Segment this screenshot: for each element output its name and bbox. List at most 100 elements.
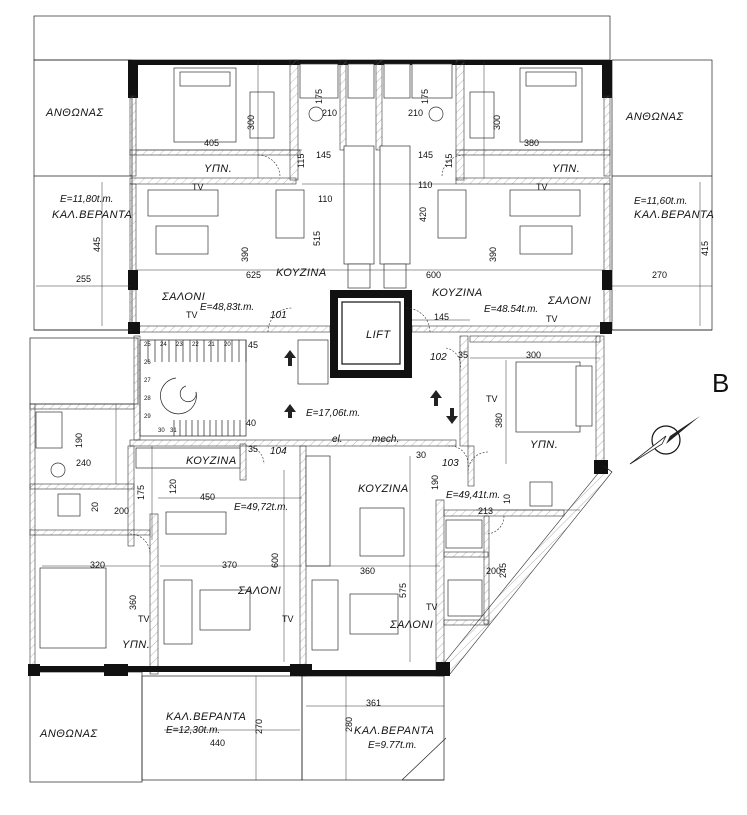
dim-30: 30: [416, 450, 426, 460]
dim-200: 200: [114, 506, 129, 516]
stair-step-number: 24: [160, 342, 167, 348]
dim-145: 145: [316, 150, 331, 160]
dim-361: 361: [366, 698, 381, 708]
dim-255: 255: [76, 274, 91, 284]
dim-360: 360: [128, 595, 138, 610]
stair-step-number: 22: [192, 342, 199, 348]
dim-300: 300: [526, 350, 541, 360]
dim-40: 40: [246, 418, 256, 428]
dim-175: 175: [314, 89, 324, 104]
unit-102: 102: [430, 352, 447, 363]
room-bedroom-ne: ΥΠΝ.: [552, 163, 580, 175]
room-veranda-se: ΚΑΛ.ΒΕΡΑΝΤΑ: [354, 725, 434, 737]
tv-label: TV: [536, 182, 548, 192]
room-bedroom-e: ΥΠΝ.: [530, 439, 558, 451]
area-apt-103: E=49,41t.m.: [446, 490, 500, 501]
dim-200: 200: [486, 566, 501, 576]
dim-300: 300: [246, 115, 256, 130]
stair-step-number: 25: [144, 342, 151, 348]
doors: [129, 154, 505, 555]
dim-405: 405: [204, 138, 219, 148]
room-bedroom-nw: ΥΠΝ.: [204, 163, 232, 175]
bed-sw: [39, 567, 107, 649]
dim-370: 370: [222, 560, 237, 570]
unit-104: 104: [270, 446, 287, 457]
stair-step-number: 21: [208, 342, 215, 348]
dim-575: 575: [398, 583, 408, 598]
dim-175: 175: [136, 485, 146, 500]
tv-label: TV: [486, 394, 498, 404]
room-veranda-w: ΚΑΛ.ΒΕΡΑΝΤΑ: [52, 209, 132, 221]
dim-300: 300: [492, 115, 502, 130]
dim-110: 110: [318, 194, 332, 204]
sofa-se: [311, 579, 339, 651]
dim-115: 115: [444, 154, 454, 168]
dim-380: 380: [494, 413, 504, 428]
stair-step-number: 20: [224, 342, 231, 348]
stair-step-number: 27: [144, 378, 151, 384]
dim-515: 515: [312, 231, 322, 246]
dim-10: 10: [502, 494, 512, 504]
veranda-east: [611, 59, 713, 331]
dim-600: 600: [426, 270, 441, 280]
stair-step-number: 23: [176, 342, 183, 348]
dim-420: 420: [418, 207, 428, 222]
room-bedroom-sw: ΥΠΝ.: [122, 639, 150, 651]
tv-label: TV: [282, 614, 294, 624]
dim-390: 390: [240, 247, 250, 262]
area-veranda-se: E=9.77t.m.: [368, 740, 417, 751]
unit-103: 103: [442, 458, 459, 469]
dim-35: 35: [458, 350, 468, 360]
tv-label: TV: [546, 314, 558, 324]
stair-step-number: 30: [158, 428, 165, 434]
dim-45: 45: [248, 340, 258, 350]
room-mech: mech.: [372, 434, 399, 445]
dim-145: 145: [418, 150, 433, 160]
room-labels: ΑΝΘΩΝΑΣ ΑΝΘΩΝΑΣ ΑΝΘΩΝΑΣ ΥΠΝ. ΥΠΝ. ΥΠΝ. Υ…: [39, 107, 714, 740]
tv-label: TV: [426, 602, 438, 612]
area-corridor: E=17,06t.m.: [306, 408, 360, 419]
stair-step-number: 26: [144, 360, 151, 366]
dim-380: 380: [524, 138, 539, 148]
dim-110: 110: [418, 180, 432, 190]
sofa-ne: [509, 189, 581, 217]
planter-southwest: [29, 671, 143, 783]
dim-600: 600: [270, 553, 280, 568]
dim-115: 115: [296, 154, 306, 168]
north-arrow-icon: [629, 416, 700, 465]
dim-213: 213: [478, 506, 493, 516]
dim-210: 210: [322, 108, 337, 118]
dim-35: 35: [248, 444, 258, 454]
dim-20: 20: [90, 502, 100, 512]
area-apt-104: E=49,72t.m.: [234, 502, 288, 513]
dim-280: 280: [344, 717, 354, 732]
sofa-nw: [147, 189, 219, 217]
dim-245: 245: [498, 563, 508, 578]
stair-step-number: 28: [144, 396, 151, 402]
area-labels: E=11,80t.m. E=11,60t.m. E=48,83t.m. E=48…: [60, 194, 687, 751]
dim-625: 625: [246, 270, 261, 280]
unit-numbers: 101 102 103 104: [270, 310, 459, 469]
dim-390: 390: [488, 247, 498, 262]
room-veranda-e: ΚΑΛ.ΒΕΡΑΝΤΑ: [634, 209, 714, 221]
dining-table-se: [359, 507, 405, 557]
room-lift: LIFT: [366, 329, 391, 341]
room-kitchen-se: ΚΟΥΖΙΝΑ: [358, 483, 409, 495]
dining-table-ne: [437, 189, 467, 239]
area-veranda-w: E=11,80t.m.: [60, 194, 113, 205]
area-veranda-e: E=11,60t.m.: [634, 196, 687, 207]
room-anthonas-ne: ΑΝΘΩΝΑΣ: [625, 111, 684, 123]
room-living-se: ΣΑΛΟΝΙ: [389, 619, 433, 631]
west-planter: [29, 337, 139, 405]
tv-labels: TV TV TV TV TV TV TV TV: [138, 182, 558, 624]
dim-320: 320: [90, 560, 105, 570]
room-kitchen-ne: ΚΟΥΖΙΝΑ: [432, 287, 483, 299]
dim-145: 145: [434, 312, 449, 322]
area-veranda-sw: E=12,30t.m.: [166, 725, 220, 736]
room-kitchen-sw: ΚΟΥΖΙΝΑ: [186, 455, 237, 467]
room-living-ne: ΣΑΛΟΝΙ: [547, 295, 591, 307]
room-anthonas-nw: ΑΝΘΩΝΑΣ: [45, 107, 104, 119]
stair-step-number: 29: [144, 414, 151, 420]
